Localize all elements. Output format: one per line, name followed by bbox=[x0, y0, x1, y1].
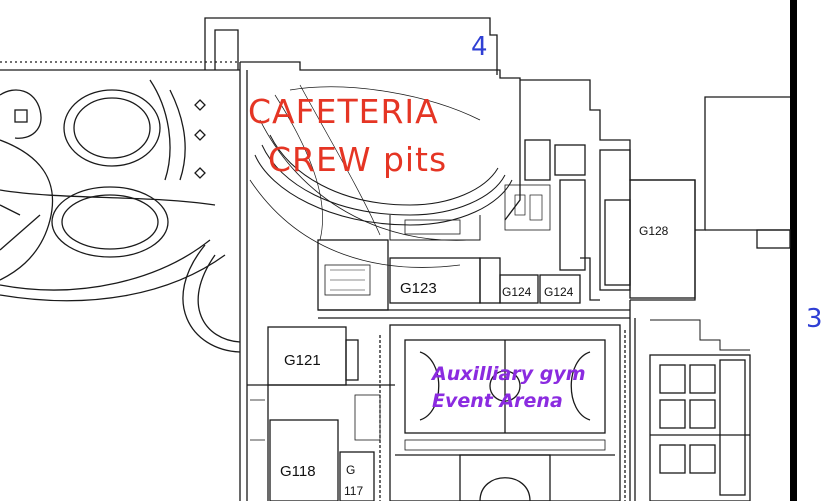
curved-walkway bbox=[0, 189, 216, 206]
cafeteria-wall bbox=[240, 61, 521, 90]
right-border bbox=[790, 0, 797, 501]
courtyard-outline bbox=[204, 17, 498, 75]
room-label-g117-line2: 117 bbox=[344, 484, 364, 498]
room-label-g123: G123 bbox=[400, 280, 437, 297]
marker-3: 3 bbox=[806, 304, 823, 334]
room-label-g121: G121 bbox=[284, 352, 321, 369]
cafeteria-annotation-line2: CREW pits bbox=[268, 140, 448, 179]
cafeteria-annotation-line1: CAFETERIA bbox=[248, 92, 439, 131]
gym-annotation-line1: Auxilliary gym bbox=[432, 363, 586, 385]
room-label-g124-b: G124 bbox=[544, 285, 574, 299]
room-label-g117-line1: G bbox=[346, 463, 356, 477]
marker-4: 4 bbox=[471, 32, 488, 62]
room-label-g128: G128 bbox=[639, 224, 669, 238]
room-label-g124-a: G124 bbox=[502, 285, 532, 299]
gym-annotation-line2: Event Arena bbox=[432, 390, 563, 412]
gym-outline bbox=[389, 324, 621, 501]
room-label-g118: G118 bbox=[280, 463, 316, 480]
